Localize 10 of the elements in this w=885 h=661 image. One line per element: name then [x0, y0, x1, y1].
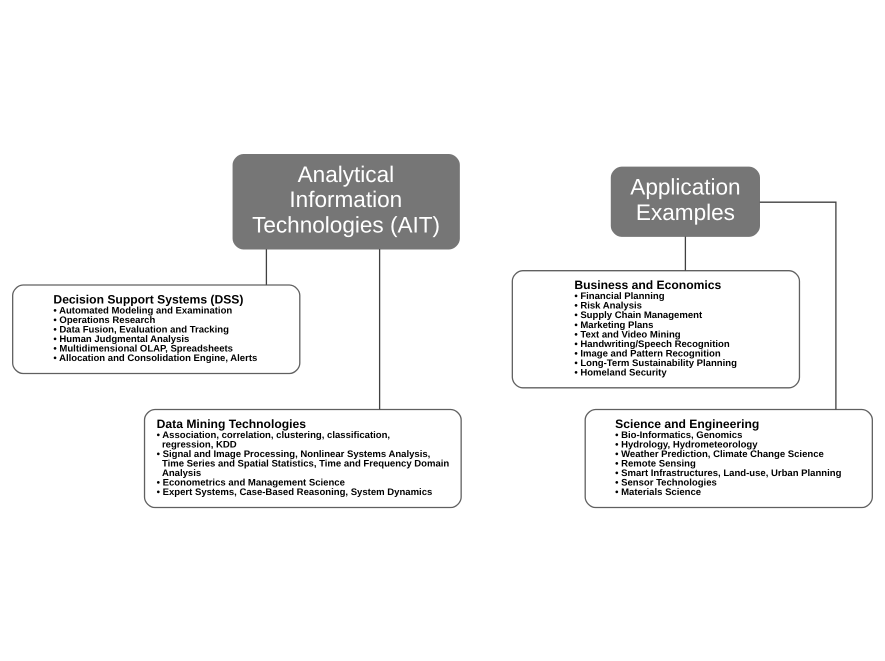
- node-box: Analytical Information Technologies (AIT): [232, 154, 460, 249]
- node-box: Science and Engineering • Bio-Informatics, Genomics • Hydrology, Hydrometeorology • Weather Prediction, Climate Change Science • Remote Sensing • Smart Infrastructures, Land-use, Urban Planning • Sensor Technologies • Materials Science: [584, 408, 873, 508]
- node-box: Decision Support Systems (DSS) • Automated Modeling and Examination • Operations Research • Data Fusion, Evaluation and Tracking • Human Judgmental Analysis • Multidimensional OLAP, Spreadsheets • Allocation and Consolidation Engine, Alerts: [12, 284, 300, 374]
- connector: [378, 248, 380, 409]
- connector: [266, 248, 268, 284]
- connector: [684, 236, 686, 270]
- node-box: Business and Economics • Financial Planning • Risk Analysis • Supply Chain Management • Marketing Plans • Text and Video Mining • Handwriting/Speech Recognition • Image and Pattern Recognition • Long-Term Sustainability Planning • Homeland Security: [512, 270, 800, 388]
- node-box: Application Examples: [610, 166, 760, 236]
- connector: [760, 201, 837, 409]
- node-box: Data Mining Technologies • Association, correlation, clustering, classification, regression, KDD • Signal and Image Processing, Nonlinear Systems Analysis, Time Series and Spatial Statistics, Time and Frequency Domain Analysis • Econometrics and Management Science • Expert Systems, Case-Based Reasoning, System Dynamics: [144, 408, 462, 508]
